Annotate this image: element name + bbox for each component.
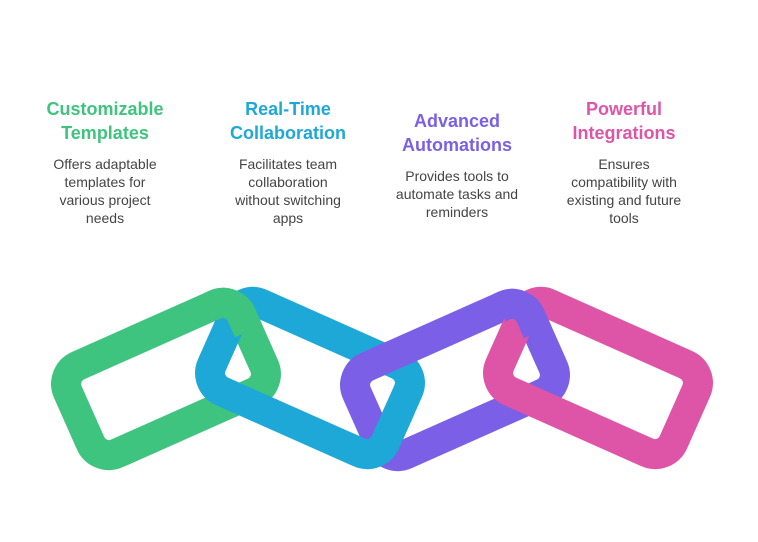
title-line: Customizable bbox=[46, 99, 164, 119]
chain-link-overlap bbox=[340, 393, 425, 470]
feature-customizable-templates: Customizable Templates Offers adaptable … bbox=[30, 97, 180, 227]
feature-description: Ensures compatibility with existing and … bbox=[549, 155, 699, 227]
feature-title: Customizable Templates bbox=[30, 97, 180, 145]
title-line: Powerful bbox=[585, 99, 662, 119]
description-line: without switching bbox=[235, 192, 341, 208]
feature-description: Provides tools to automate tasks and rem… bbox=[382, 167, 532, 221]
description-line: needs bbox=[85, 210, 125, 226]
description-line: existing and future bbox=[566, 192, 682, 208]
description-line: templates for bbox=[64, 174, 146, 190]
description-line: automate tasks and bbox=[395, 186, 519, 202]
feature-description: Facilitates team collaboration without s… bbox=[213, 155, 363, 227]
description-line: Facilitates team bbox=[238, 156, 338, 172]
title-line: Collaboration bbox=[230, 123, 346, 143]
description-line: tools bbox=[609, 210, 639, 226]
feature-advanced-automations: Advanced Automations Provides tools to a… bbox=[382, 109, 532, 221]
title-line: Templates bbox=[61, 123, 149, 143]
feature-title: Advanced Automations bbox=[382, 109, 532, 157]
description-line: apps bbox=[272, 210, 304, 226]
feature-real-time-collaboration: Real-Time Collaboration Facilitates team… bbox=[213, 97, 363, 227]
title-line: Automations bbox=[402, 135, 512, 155]
description-line: collaboration bbox=[248, 174, 328, 190]
chain-link-icon bbox=[51, 287, 281, 471]
description-line: Offers adaptable bbox=[53, 156, 157, 172]
chain-link-icon bbox=[340, 288, 570, 472]
feature-title: Powerful Integrations bbox=[549, 97, 699, 145]
description-line: compatibility with bbox=[571, 174, 677, 190]
feature-powerful-integrations: Powerful Integrations Ensures compatibil… bbox=[549, 97, 699, 227]
title-line: Advanced bbox=[413, 111, 501, 131]
feature-title: Real-Time Collaboration bbox=[213, 97, 363, 145]
description-line: Ensures bbox=[598, 156, 650, 172]
chain-link-icon bbox=[483, 286, 713, 470]
description-line: various project bbox=[59, 192, 151, 208]
title-line: Real-Time bbox=[245, 99, 331, 119]
description-line: reminders bbox=[425, 204, 489, 220]
title-line: Integrations bbox=[572, 123, 676, 143]
feature-description: Offers adaptable templates for various p… bbox=[30, 155, 180, 227]
description-line: Provides tools to bbox=[405, 168, 509, 184]
chain-link-pink bbox=[483, 286, 713, 470]
chain-link-green bbox=[51, 287, 281, 471]
chain-link-purple bbox=[340, 288, 570, 472]
chain-link-blue-overlap bbox=[340, 393, 425, 470]
